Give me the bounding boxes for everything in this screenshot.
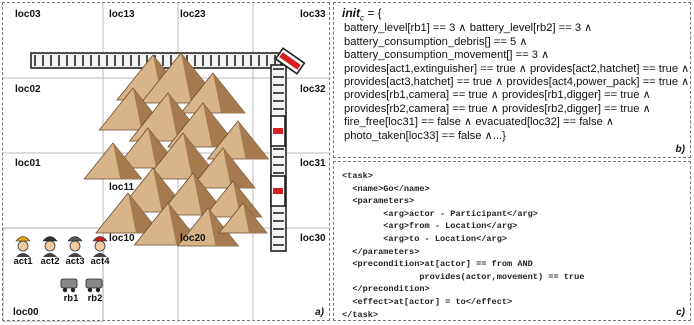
code-line: </precondition> [342,284,430,295]
task-definition-panel: <task> <name>Go</name> <parameters> <arg… [333,161,691,321]
mountain-shade [213,73,245,113]
loc23-label: loc23 [180,9,206,20]
init-line: provides[rb2,camera] == true ∧ provides[… [344,102,651,115]
helmet-icon [67,236,83,242]
loc02-label: loc02 [15,84,41,95]
mountain-shade [168,203,202,245]
code-line: </task> [342,309,379,320]
participant-icon [94,240,106,252]
participant-icon [17,240,29,252]
body-icon [16,253,30,257]
loc11-label: loc11 [109,182,135,193]
init-line: provides[act1,extinguisher] == true ∧ pr… [344,62,690,75]
loc03-label: loc03 [15,9,41,20]
grid-map [3,3,331,322]
debris-vehicle-icon [274,47,306,75]
robot-wheel [95,287,101,293]
loc20-label: loc20 [180,233,206,244]
debris-vehicle-icon [270,175,286,207]
helmet-icon [42,236,58,242]
debris-vehicle-icon [270,115,286,147]
panel-b-label: b) [675,144,685,155]
body-icon [43,253,57,257]
task-xml-code: <task> <name>Go</name> <parameters> <arg… [334,162,690,321]
init-subscript: c [360,13,364,23]
panel-a-label: a) [315,307,324,318]
robot-icon [60,278,78,289]
init-line: provides[rb1,camera] == true ∧ provides[… [344,89,651,102]
init-suffix: = { [364,6,382,20]
loc31-label: loc31 [300,158,326,169]
body-icon [68,253,82,257]
code-line: <effect>at[actor] = to</effect> [342,296,513,307]
grid-map-panel: loc03 loc13 loc23 loc33 loc02 loc32 loc0… [2,2,331,322]
helmet-icon [15,236,31,242]
init-line: battery_consumption_movement[] == 3 ∧ [344,49,550,62]
code-line: <arg>actor - Participant</arg> [342,208,538,219]
code-line: <arg>from - Location</arg> [342,221,518,232]
mountain-shade [183,133,220,179]
mountain-shade [223,148,255,188]
init-title: init [342,6,360,20]
init-line: provides[act3,hatchet] == true ∧ provide… [344,76,690,89]
body-icon [93,253,107,257]
init-line: battery_consumption_debris[] == 5 ∧ [344,35,528,48]
robot-wheel [87,287,93,293]
agent-act2-label: act2 [40,256,60,267]
agent-rb2-label: rb2 [87,293,103,304]
loc32-label: loc32 [300,84,326,95]
init-line: photo_taken[loc33] == false ∧...} [344,129,506,142]
mountain-shade [133,88,167,130]
participant-icon [44,240,56,252]
loc01-label: loc01 [15,158,41,169]
init-line: battery_level[rb1] == 3 ∧ battery_level[… [344,22,593,35]
loc30-label: loc30 [300,233,326,244]
robot-icon [85,278,103,289]
code-line: <task> [342,171,373,181]
init-heading: initc = { [342,6,690,22]
code-line: <name>Go</name> [342,183,430,194]
loc13-label: loc13 [109,9,135,20]
mountain-shade [208,208,239,246]
initial-conditions-panel: initc = { battery_level[rb1] == 3 ∧ batt… [333,2,691,158]
code-line: <precondition>at[actor] == from AND [342,259,533,270]
code-line: <arg>to - Location</arg> [342,233,508,244]
agent-act3-label: act3 [65,256,85,267]
mountain-shade [243,203,267,233]
robot-wheel [70,287,76,293]
mountain-shade [193,173,227,215]
init-line: fire_free[loc31] == false ∧ evacuated[lo… [344,116,615,129]
mountain-shade [113,143,142,179]
helmet-icon [92,236,108,242]
code-line: </parameters> [342,246,420,257]
agent-rb1-label: rb1 [63,293,79,304]
loc33-label: loc33 [300,9,326,20]
code-line: <parameters> [342,196,415,207]
loc10-label: loc10 [109,233,135,244]
agent-act1-label: act1 [13,256,33,267]
code-line: provides(actor,movement) == true [342,271,585,282]
loc00-cell [3,227,104,322]
panel-c-label: c) [676,307,685,318]
mountain-shade [238,121,269,159]
loc00-label: loc00 [13,307,39,318]
agent-act4-label: act4 [90,256,110,267]
robot-wheel [62,287,68,293]
participant-icon [69,240,81,252]
